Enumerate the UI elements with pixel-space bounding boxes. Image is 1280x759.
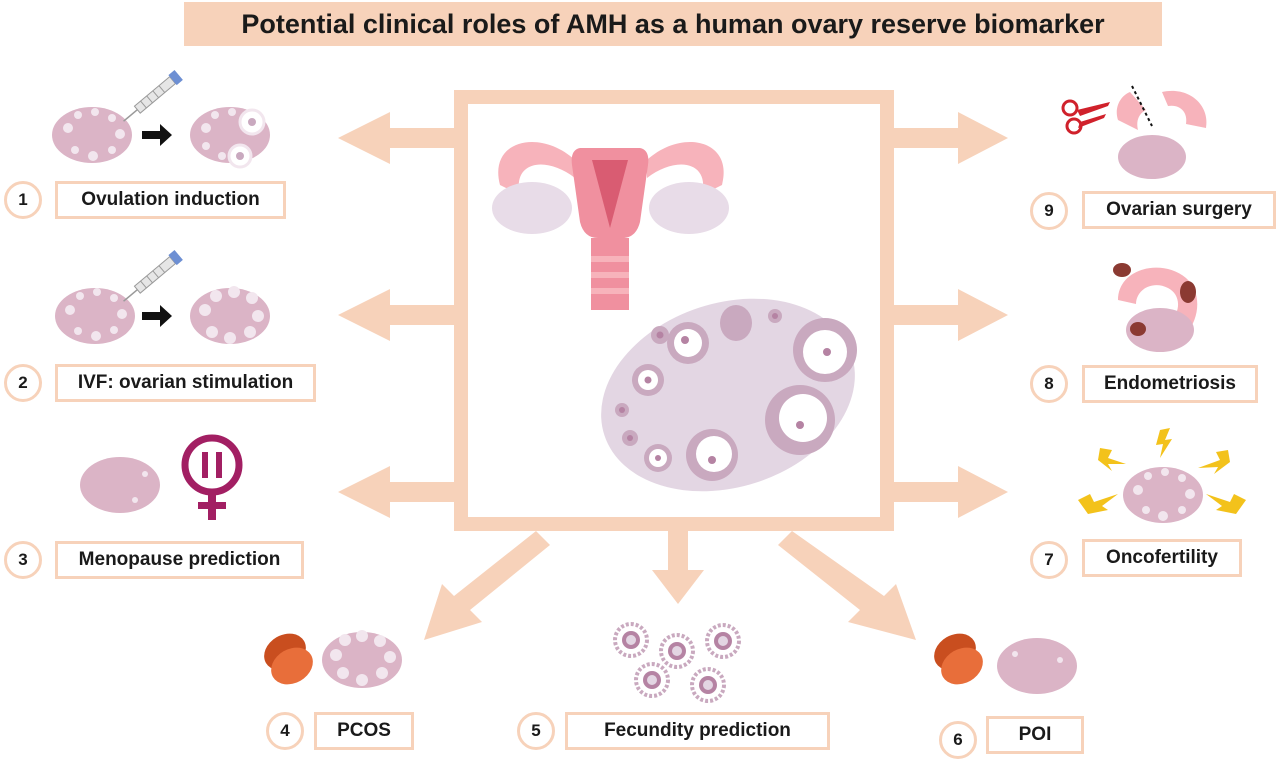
- black-arrow-icon: [142, 124, 172, 146]
- arrow-to-role-3: [338, 466, 455, 518]
- arrow-to-role-1: [338, 112, 455, 164]
- black-arrow-icon: [142, 305, 172, 327]
- role-8-number: 8: [1030, 365, 1068, 403]
- ovarian-surgery-illustration: [1061, 85, 1207, 179]
- lightning-icon: [1078, 428, 1246, 514]
- scissors-icon: [1061, 99, 1110, 135]
- role-1-number: 1: [4, 181, 42, 219]
- role-9-label: Ovarian surgery: [1082, 191, 1276, 229]
- poi-illustration: [934, 633, 1077, 694]
- role-4-number: 4: [266, 712, 304, 750]
- arrow-to-role-5: [652, 530, 704, 604]
- role-1-label: Ovulation induction: [55, 181, 286, 219]
- ovulation-induction-illustration: [52, 69, 270, 169]
- ivf-illustration: [55, 249, 270, 344]
- pcos-illustration: [264, 630, 402, 688]
- fecundity-oocytes-illustration: [613, 622, 741, 703]
- role-5-label: Fecundity prediction: [565, 712, 830, 750]
- role-4-label: PCOS: [314, 712, 414, 750]
- role-7-number: 7: [1030, 541, 1068, 579]
- role-8-label: Endometriosis: [1082, 365, 1258, 403]
- role-6-label: POI: [986, 716, 1084, 754]
- role-6-number: 6: [939, 721, 977, 759]
- arrow-to-role-4: [424, 531, 550, 640]
- role-3-number: 3: [4, 541, 42, 579]
- large-ovary-illustration: [601, 298, 857, 492]
- diagram-title: Potential clinical roles of AMH as a hum…: [184, 2, 1162, 46]
- syringe-icon: [123, 69, 183, 122]
- role-5-number: 5: [517, 712, 555, 750]
- central-frame: [454, 90, 894, 531]
- role-3-label: Menopause prediction: [55, 541, 304, 579]
- arrow-to-role-6: [778, 531, 916, 640]
- arrow-to-role-8: [893, 289, 1008, 341]
- oncofertility-illustration: [1078, 428, 1246, 523]
- arrow-to-role-2: [338, 289, 455, 341]
- role-2-label: IVF: ovarian stimulation: [55, 364, 316, 402]
- arrow-to-role-7: [893, 466, 1008, 518]
- arrow-to-role-9: [893, 112, 1008, 164]
- role-9-number: 9: [1030, 192, 1068, 230]
- venus-pause-icon: [181, 434, 243, 520]
- menopause-illustration: [80, 434, 243, 520]
- arrows-right: [893, 112, 1008, 518]
- syringe-icon: [123, 249, 183, 302]
- endometriosis-illustration: [1113, 263, 1198, 352]
- uterus-illustration: [492, 141, 729, 310]
- arrows-left: [338, 112, 455, 518]
- arrows-bottom: [424, 530, 916, 640]
- role-2-number: 2: [4, 364, 42, 402]
- role-7-label: Oncofertility: [1082, 539, 1242, 577]
